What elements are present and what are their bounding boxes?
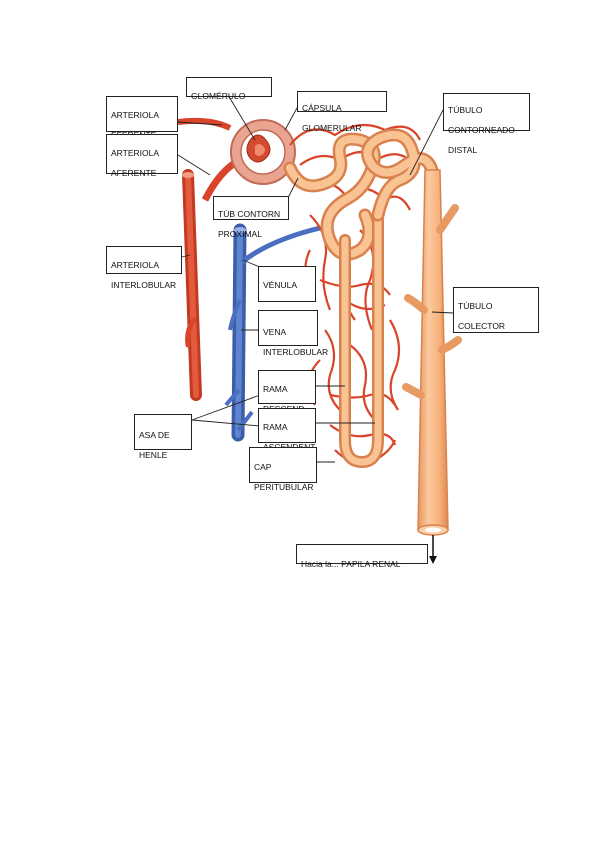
label-aferente-line1: ARTERIOLA xyxy=(111,148,160,158)
label-tubulo-distal: TÚBULO CONTORNEADO DISTAL xyxy=(443,93,530,155)
label-henle-line1: ASA DE xyxy=(139,430,170,440)
label-capsula-line1: CÁPSULA xyxy=(302,103,342,113)
label-venula-text: VÉNULA xyxy=(263,280,298,290)
label-interlobular-art-line2: INTERLOBULAR xyxy=(111,280,177,290)
label-cap-peritubular: CAP PERITUBULAR xyxy=(249,447,317,492)
label-peritubular-line2: PERITUBULAR xyxy=(254,482,314,492)
label-colector-line1: TÚBULO xyxy=(458,301,493,311)
leader-lines xyxy=(177,94,454,463)
label-papila-text: Hacia la... PAPILA RENAL xyxy=(301,559,401,569)
glomerulus xyxy=(230,119,296,185)
label-arteriola-interlobular: ARTERIOLA INTERLOBULAR xyxy=(106,246,182,290)
label-papila-renal: Hacia la... PAPILA RENAL xyxy=(296,544,428,569)
label-venula: VÉNULA xyxy=(258,266,316,302)
distal-tubule xyxy=(361,128,439,222)
label-vena-interlobular: VENA INTERLOBULAR xyxy=(258,310,328,357)
label-vena-line1: VENA xyxy=(263,327,287,337)
interlobular-vein xyxy=(224,223,321,442)
label-henle-line2: HENLE xyxy=(139,450,168,460)
label-eferente-line1: ARTERIOLA xyxy=(111,110,160,120)
label-capsula-line2: GLOMERULAR xyxy=(302,123,362,133)
label-descend-line1: RAMA xyxy=(263,384,288,394)
label-arteriola-eferente: ARTERIOLA EFERENTE xyxy=(106,96,178,140)
label-glomerulo-text: GLOMÉRULO xyxy=(191,91,246,101)
loop-of-henle xyxy=(339,209,384,469)
efferent-arteriole xyxy=(177,117,232,131)
label-colector-line2: COLECTOR xyxy=(458,321,506,331)
label-interlobular-art-line1: ARTERIOLA xyxy=(111,260,160,270)
label-rama-ascendent: RAMA ASCENDENT xyxy=(258,408,316,452)
label-distal-line3: DISTAL xyxy=(448,145,478,155)
label-rama-descend: RAMA DESCEND xyxy=(258,370,316,414)
label-tubulo-colector: TÚBULO COLECTOR xyxy=(453,287,539,333)
label-distal-line1: TÚBULO xyxy=(448,105,483,115)
label-vena-line2: INTERLOBULAR xyxy=(263,347,329,357)
label-ascendent-line1: RAMA xyxy=(263,422,288,432)
interlobular-arteriole xyxy=(182,169,202,401)
label-arteriola-aferente: ARTERIOLA AFERENTE xyxy=(106,134,178,178)
label-proximal-line1: TÚB CONTORN xyxy=(218,209,281,219)
label-proximal-line2: PROXIMAL xyxy=(218,229,262,239)
label-peritubular-line1: CAP xyxy=(254,462,272,472)
label-asa-de-henle: ASA DE HENLE xyxy=(134,414,192,460)
label-glomerulo: GLOMÉRULO xyxy=(186,77,272,101)
label-aferente-line2: AFERENTE xyxy=(111,168,157,178)
label-tub-proximal: TÚB CONTORN PROXIMAL xyxy=(213,196,289,239)
label-capsula-glomerular: CÁPSULA GLOMERULAR xyxy=(297,91,387,133)
papilla-arrow xyxy=(429,535,437,564)
collecting-duct xyxy=(402,169,462,536)
label-distal-line2: CONTORNEADO xyxy=(448,125,515,135)
